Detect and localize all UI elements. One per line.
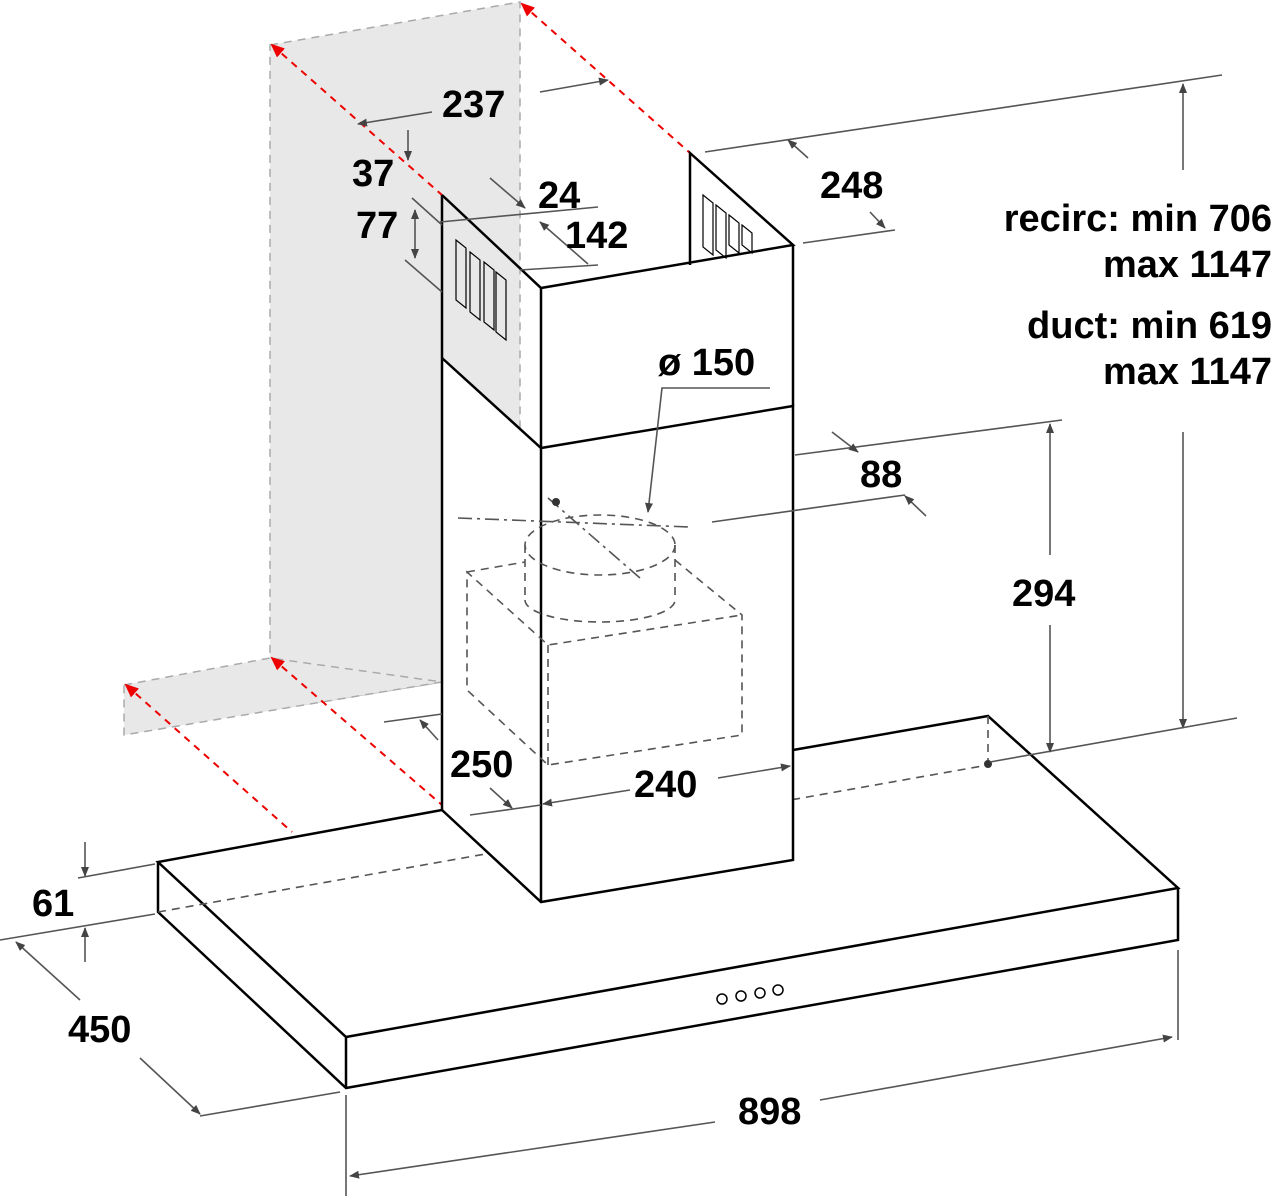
dimension-lines <box>0 74 1238 1196</box>
dim-61-label: 61 <box>32 883 74 925</box>
dim-240-label: 240 <box>634 764 697 806</box>
dim-248-label: 248 <box>820 165 883 207</box>
dim-24-label: 24 <box>538 175 580 217</box>
control-buttons <box>716 984 784 1005</box>
dim-237-label: 237 <box>442 84 505 126</box>
dim-250-label: 250 <box>450 744 513 786</box>
diameter-150-label: ø 150 <box>658 342 755 384</box>
dim-77-label: 77 <box>356 205 398 247</box>
dim-450-label: 450 <box>68 1009 131 1051</box>
dim-294-label: 294 <box>1012 573 1075 615</box>
duct-min-label: duct: min 619 <box>1027 305 1272 347</box>
dim-142-label: 142 <box>565 215 628 257</box>
dim-898-label: 898 <box>738 1091 801 1133</box>
lower-chimney <box>440 357 795 904</box>
duct-max-label: max 1147 <box>1103 351 1272 393</box>
recirc-max-label: max 1147 <box>1103 244 1272 286</box>
upper-chimney <box>440 150 796 448</box>
recirc-min-label: recirc: min 706 <box>1004 198 1272 240</box>
mounting-lines <box>124 2 691 833</box>
dim-37-label: 37 <box>352 153 394 195</box>
dim-88-label: 88 <box>860 454 902 496</box>
hidden-motor-outline <box>457 497 743 766</box>
